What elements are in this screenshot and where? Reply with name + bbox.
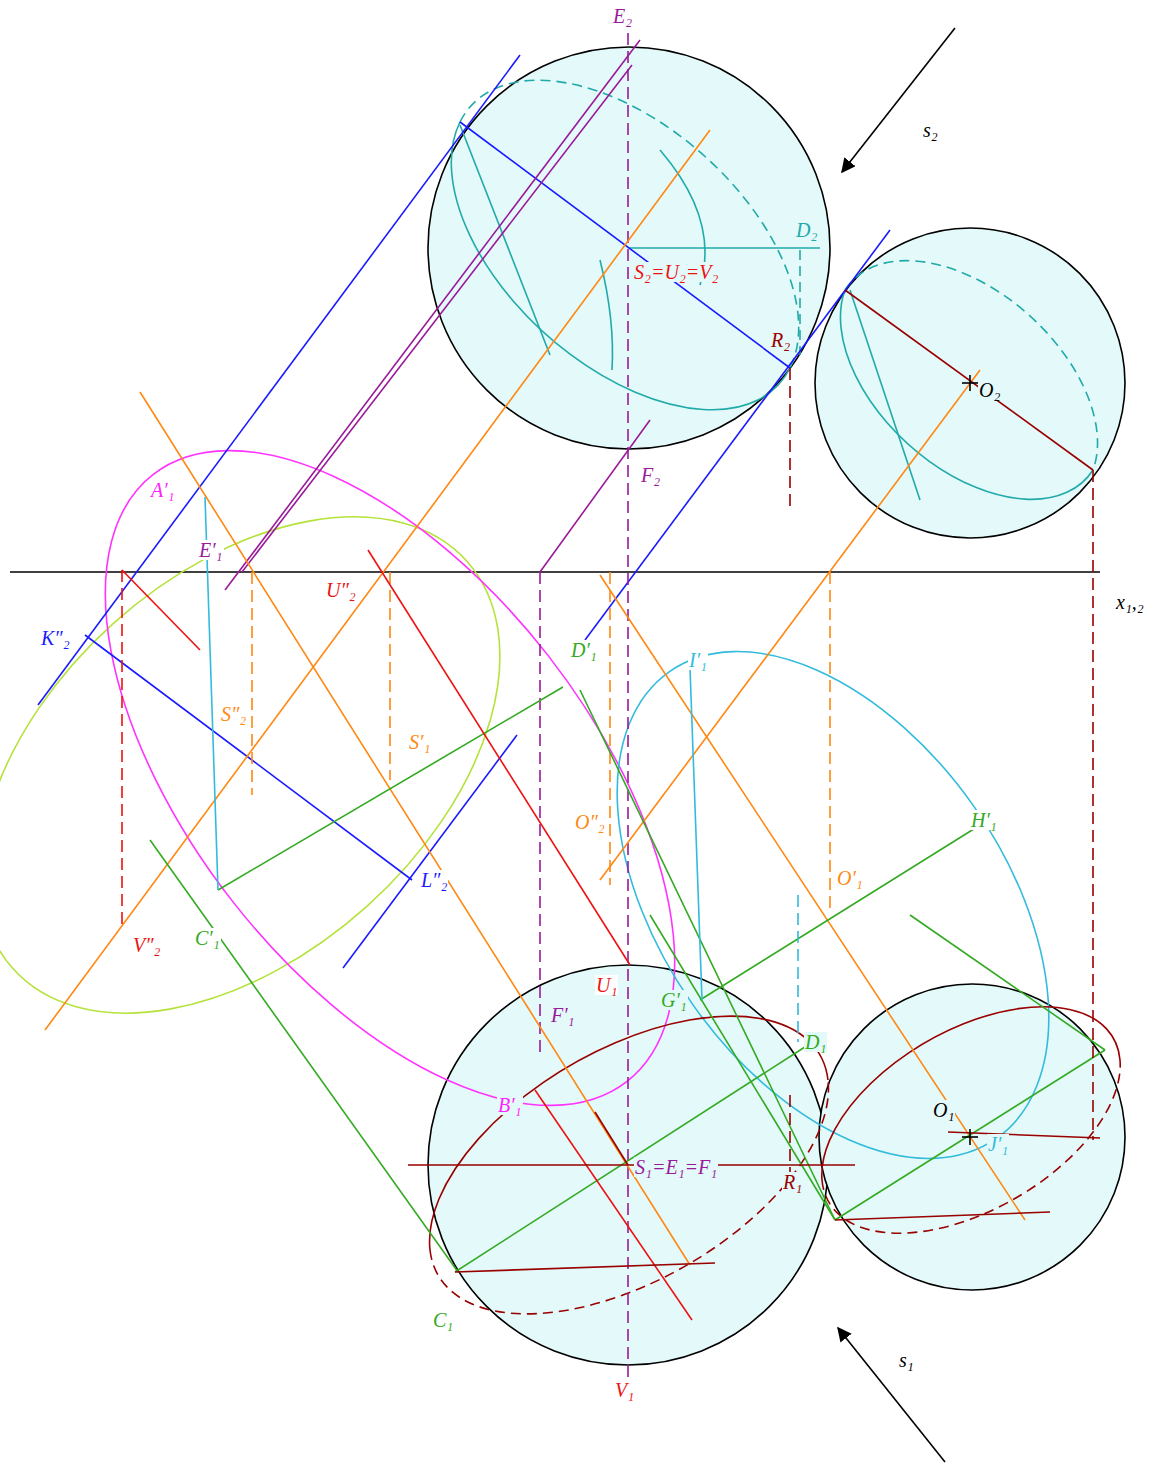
- point-label: U″₂: [325, 580, 357, 600]
- point-label: C₁: [432, 1310, 454, 1330]
- point-label: E₂: [612, 6, 633, 26]
- point-label: O″₂: [574, 812, 606, 832]
- point-label: V″₂: [132, 935, 162, 955]
- point-label: s₁: [898, 1350, 915, 1370]
- tangent-line: [38, 55, 890, 968]
- point-label: B′₁: [497, 1095, 523, 1115]
- point-label: O₂: [978, 380, 1001, 400]
- point-label: G′₁: [660, 990, 688, 1010]
- ray-line: [122, 550, 692, 1320]
- point-label: S′₁: [408, 732, 431, 752]
- centre-mark: [962, 375, 978, 1145]
- point-label: J′₁: [987, 1134, 1009, 1154]
- point-label: K″₂: [40, 628, 71, 648]
- point-label: R₂: [770, 330, 791, 350]
- point-label: C′₁: [194, 928, 221, 948]
- point-label: D′₁: [570, 640, 598, 660]
- ray-line: [45, 130, 1025, 1265]
- point-label: S″₂: [220, 704, 247, 724]
- point-label: V₁: [614, 1380, 635, 1400]
- point-label: R₁: [782, 1172, 803, 1192]
- axis-line: [10, 571, 1100, 573]
- point-label: L″₂: [420, 870, 448, 890]
- light-direction-arrow: [838, 28, 955, 1462]
- point-label: H′₁: [970, 810, 998, 830]
- auxiliary-line: [205, 497, 798, 1042]
- point-label: D₂: [795, 220, 818, 240]
- point-label: A′₁: [150, 480, 176, 500]
- outline-line: [150, 687, 1105, 1272]
- shadow-ellipse: [0, 351, 1137, 1237]
- point-label: E′₁: [198, 540, 224, 560]
- point-label: U₁: [595, 975, 618, 995]
- point-label: O′₁: [836, 868, 864, 888]
- construction-line: [408, 290, 1100, 1272]
- point-label: s₂: [922, 120, 939, 140]
- sphere: [428, 47, 1125, 1365]
- point-label: S₁=E₁=F₁: [634, 1157, 718, 1177]
- point-label: D₁: [804, 1032, 827, 1052]
- point-label: S₂=U₂=V₂: [633, 262, 720, 282]
- point-label: F′₁: [550, 1005, 576, 1025]
- point-label: F₂: [640, 465, 661, 485]
- sphere-curve: [430, 80, 1121, 1314]
- point-label: O₁: [932, 1100, 955, 1120]
- point-label: x₁,₂: [1115, 592, 1145, 612]
- point-label: I′₁: [688, 650, 708, 670]
